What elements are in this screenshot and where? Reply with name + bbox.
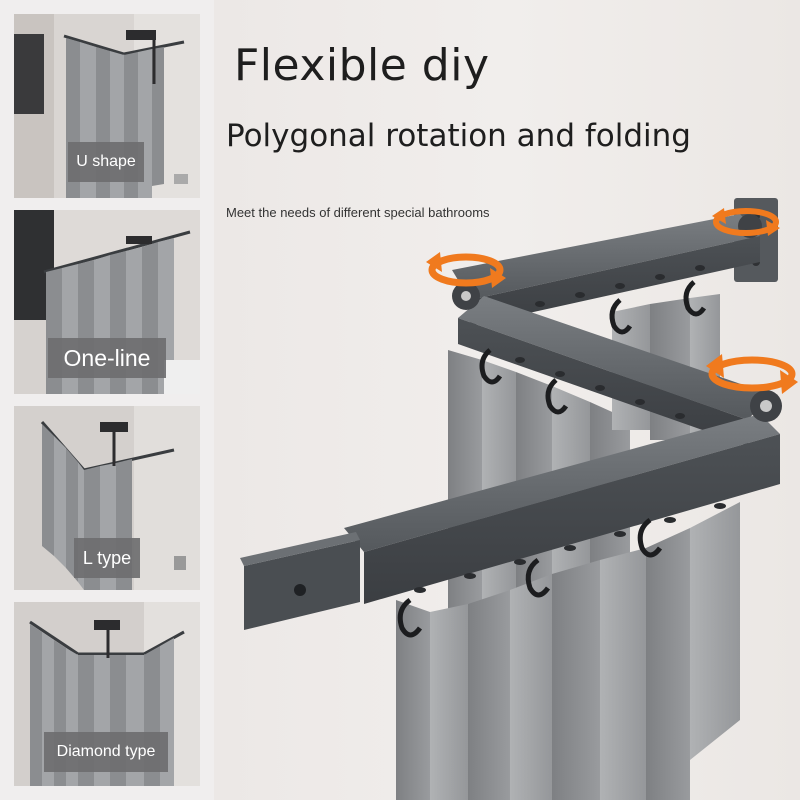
rail-segment-front <box>344 414 780 552</box>
one-line-panel: One-line <box>14 210 200 394</box>
style-gallery: U shape One-line <box>0 0 214 800</box>
rail-segment-middle <box>458 296 770 420</box>
panel-label: L type <box>74 538 140 578</box>
panel-label: Diamond type <box>44 732 168 772</box>
headline: Flexible diy <box>234 40 490 91</box>
curtain-hooks <box>397 280 707 638</box>
rotate-arrow-icon <box>706 354 798 394</box>
u-shape-illustration <box>14 14 200 198</box>
l-type-panel: L type <box>14 406 200 590</box>
panel-label: U shape <box>68 142 144 182</box>
caption: Meet the needs of different special bath… <box>226 205 490 220</box>
diamond-type-panel: Diamond type <box>14 602 200 786</box>
folding-rail-illustration <box>240 198 798 800</box>
product-hero <box>214 0 800 800</box>
subheadline: Polygonal rotation and folding <box>226 118 691 154</box>
panel-label: One-line <box>48 338 166 378</box>
rotate-arrow-icon <box>712 208 780 236</box>
rail-segment-top <box>452 214 760 300</box>
u-shape-panel: U shape <box>14 14 200 198</box>
rotate-arrow-icon <box>426 252 506 288</box>
